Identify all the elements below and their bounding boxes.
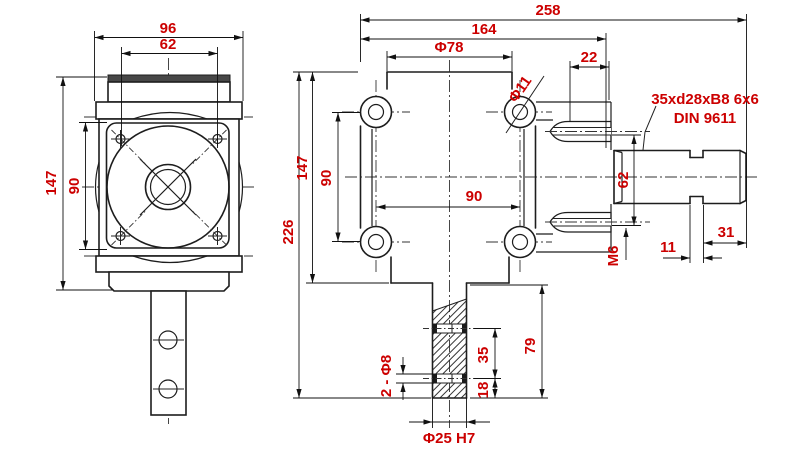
front-bolt-holes [111,129,227,246]
dim-side-147: 147 [294,155,311,180]
dim-side-62: 62 [615,172,632,189]
dim-side-90-horizontal: 90 [466,188,483,205]
side-body-outline [359,71,537,284]
dim-side-dia78: Φ78 [435,39,464,56]
dim-side-164: 164 [471,21,497,38]
front-vertical-shaft [150,290,187,416]
dim-side-2xdia8: 2 - Φ8 [378,355,395,397]
dim-side-258: 258 [535,2,560,19]
dim-side-226: 226 [280,219,297,244]
bottom-cap [108,271,230,292]
side-dimensions [293,14,747,428]
dim-side-bore: Φ25 H7 [423,430,475,447]
front-view: 96 62 147 90 [43,20,254,424]
dim-front-90: 90 [66,178,83,195]
label-spline-spec: 35xd28xB8 6x6 [651,91,759,108]
dim-side-m6: M6 [605,246,622,267]
dim-side-11: 11 [660,239,676,256]
dim-front-96: 96 [160,20,177,37]
bolt-hole-diagonal-centerlines [111,129,227,246]
top-cap [107,81,231,103]
vertical-shaft-section [423,282,476,399]
dim-side-18: 18 [475,382,492,399]
bore-inner-circle [149,168,187,206]
pto-output-shaft [613,149,747,205]
front-dimensions [56,31,244,291]
dim-side-79: 79 [522,338,539,355]
dim-side-35: 35 [475,347,492,364]
top-cap-seal-band [107,74,231,83]
label-spline-standard: DIN 9611 [674,110,737,127]
dim-side-90-vertical: 90 [318,170,335,187]
dim-front-62: 62 [160,36,177,53]
flange-circle [106,125,230,249]
side-corner-bosses [359,95,537,259]
dim-front-147: 147 [43,170,60,195]
dim-side-31: 31 [718,224,735,241]
dim-side-22: 22 [581,49,598,66]
side-view: 258 164 Φ78 22 Φ11 226 147 90 90 62 35xd… [280,2,759,447]
bore-outer-circle [144,163,192,211]
